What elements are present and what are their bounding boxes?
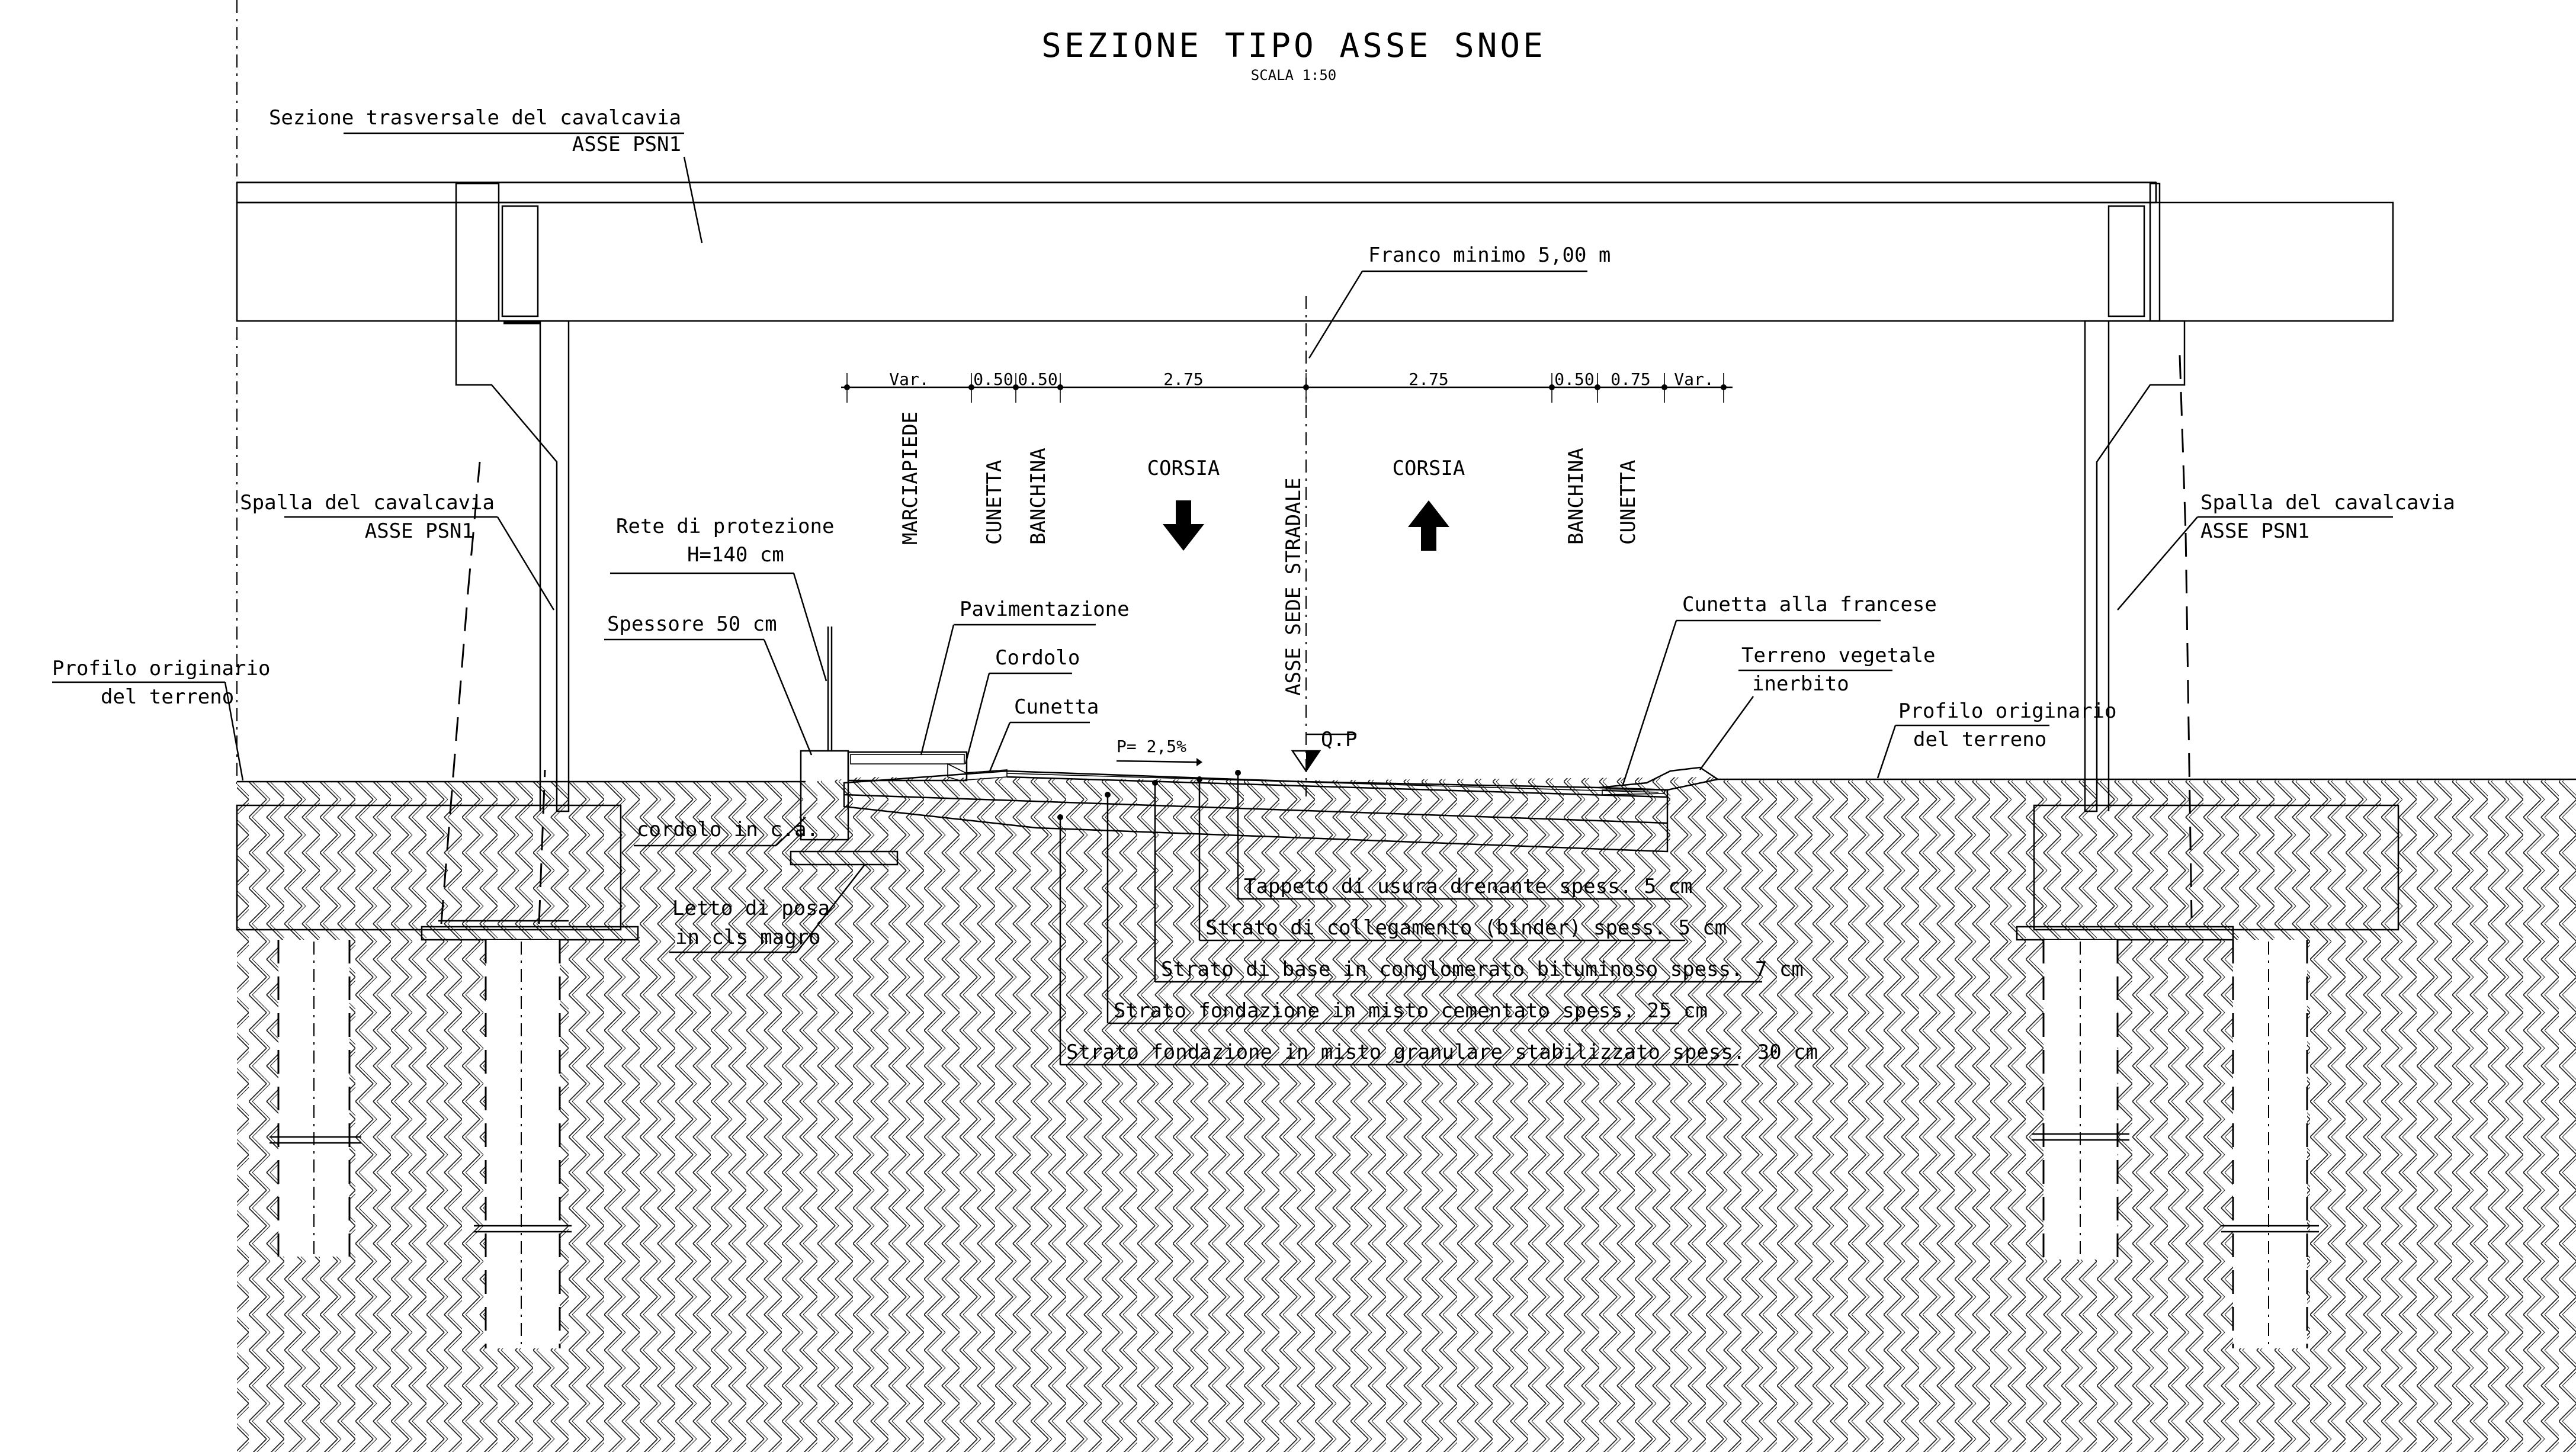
drawing-scale: SCALA 1:50 bbox=[1251, 67, 1337, 83]
road-pavement bbox=[790, 627, 1720, 866]
svg-text:Cordolo: Cordolo bbox=[995, 646, 1080, 670]
zone-banchina-right: BANCHINA bbox=[1564, 448, 1588, 545]
svg-text:Spessore 50 cm: Spessore 50 cm bbox=[607, 612, 777, 636]
lane-right-label: CORSIA bbox=[1393, 457, 1465, 480]
dim-var-left: Var. bbox=[889, 370, 929, 389]
svg-text:Profilo originario: Profilo originario bbox=[1898, 699, 2116, 723]
qp-marker: Q.P bbox=[1291, 728, 1357, 773]
layer-callouts: Tappeto di usura drenante spess. 5 cm St… bbox=[1057, 770, 1818, 1066]
layer-misto-cementato: Strato fondazione in misto cementato spe… bbox=[1114, 999, 1708, 1023]
zone-marciapiede: MARCIAPIEDE bbox=[899, 412, 922, 545]
callout-cordolo: Cordolo bbox=[964, 646, 1080, 764]
layer-binder: Strato di collegamento (binder) spess. 5… bbox=[1205, 916, 1727, 940]
zone-cunetta-right: CUNETTA bbox=[1616, 460, 1640, 545]
soil-mass bbox=[237, 777, 2576, 1452]
callout-letto: Letto di posa in cls magro bbox=[669, 864, 865, 953]
zone-banchina-left: BANCHINA bbox=[1026, 448, 1050, 545]
dim-banchina-left: 0.50 bbox=[1018, 370, 1057, 389]
piles bbox=[270, 940, 2319, 1348]
callout-spalla-right: Spalla del cavalcavia ASSE PSN1 bbox=[2117, 491, 2455, 611]
svg-text:ASSE PSN1: ASSE PSN1 bbox=[572, 133, 681, 156]
callout-spalla-left: Spalla del cavalcavia ASSE PSN1 bbox=[240, 491, 555, 611]
callout-terreno: Terreno vegetale inerbito bbox=[1699, 644, 1936, 770]
svg-text:ASSE PSN1: ASSE PSN1 bbox=[365, 519, 474, 543]
callout-sezione: Sezione trasversale del cavalcavia ASSE … bbox=[269, 106, 703, 243]
arrow-down-icon bbox=[1163, 500, 1204, 551]
svg-text:Pavimentazione: Pavimentazione bbox=[960, 597, 1130, 621]
slope-label: P= 2,5% bbox=[1117, 737, 1186, 756]
drawing-title: SEZIONE TIPO ASSE SNOE bbox=[1041, 27, 1546, 65]
layer-base: Strato di base in conglomerato bituminos… bbox=[1161, 958, 1804, 981]
svg-text:in cls magro: in cls magro bbox=[675, 926, 821, 949]
arrow-up-icon bbox=[1408, 500, 1449, 551]
svg-text:ASSE PSN1: ASSE PSN1 bbox=[2200, 519, 2309, 543]
layer-tappeto: Tappeto di usura drenante spess. 5 cm bbox=[1244, 875, 1692, 898]
svg-text:Spalla del cavalcavia: Spalla del cavalcavia bbox=[2200, 491, 2455, 515]
dim-cunetta-right: 0.75 bbox=[1611, 370, 1650, 389]
qp-label: Q.P bbox=[1321, 728, 1357, 751]
svg-text:Cunetta: Cunetta bbox=[1014, 695, 1099, 719]
dim-var-right: Var. bbox=[1674, 370, 1714, 389]
svg-text:H=140 cm: H=140 cm bbox=[687, 543, 784, 567]
layer-misto-granulare: Strato fondazione in misto granulare sta… bbox=[1066, 1040, 1818, 1064]
callout-cordolo-ca: cordolo in c.a. bbox=[634, 817, 819, 847]
dim-banchina-right: 0.50 bbox=[1554, 370, 1594, 389]
dim-corsia-left: 2.75 bbox=[1163, 370, 1203, 389]
svg-text:del terreno: del terreno bbox=[101, 685, 234, 709]
svg-text:Rete di protezione: Rete di protezione bbox=[616, 515, 834, 538]
road-axis-label: ASSE SEDE STRADALE bbox=[1282, 478, 1305, 696]
dim-cunetta-left: 0.50 bbox=[973, 370, 1013, 389]
svg-text:del terreno: del terreno bbox=[1913, 728, 2046, 751]
svg-text:Spalla del cavalcavia: Spalla del cavalcavia bbox=[240, 491, 495, 515]
right-abutment bbox=[2016, 320, 2399, 941]
svg-text:Profilo originario: Profilo originario bbox=[52, 657, 270, 680]
dim-corsia-right: 2.75 bbox=[1409, 370, 1448, 389]
dimension-chain: Var. 0.50 0.50 2.75 2.75 0.50 0.75 Var. bbox=[841, 370, 1733, 403]
svg-text:Letto di posa: Letto di posa bbox=[672, 897, 830, 920]
svg-text:cordolo in c.a.: cordolo in c.a. bbox=[637, 818, 819, 841]
svg-text:Sezione trasversale del cavalc: Sezione trasversale del cavalcavia bbox=[269, 106, 681, 130]
callout-rete: Rete di protezione H=140 cm bbox=[610, 515, 834, 682]
callout-cunetta: Cunetta bbox=[988, 695, 1099, 773]
callout-profilo-right: Profilo originario del terreno bbox=[1876, 699, 2116, 779]
svg-text:Cunetta alla francese: Cunetta alla francese bbox=[1682, 593, 1937, 616]
callout-franco: Franco minimo 5,00 m bbox=[1308, 243, 1611, 359]
callout-spessore: Spessore 50 cm bbox=[604, 612, 813, 756]
svg-text:Franco minimo 5,00 m: Franco minimo 5,00 m bbox=[1368, 243, 1611, 267]
lane-left-label: CORSIA bbox=[1147, 457, 1220, 480]
svg-text:Terreno vegetale: Terreno vegetale bbox=[1741, 644, 1936, 667]
callout-pavimentazione: Pavimentazione bbox=[920, 597, 1130, 756]
svg-text:inerbito: inerbito bbox=[1752, 672, 1849, 696]
callout-cunetta-francese: Cunetta alla francese bbox=[1622, 593, 1937, 785]
bridge-deck bbox=[236, 181, 2394, 325]
callout-profilo-left: Profilo originario del terreno bbox=[52, 657, 270, 781]
zone-cunetta-left: CUNETTA bbox=[983, 460, 1006, 545]
